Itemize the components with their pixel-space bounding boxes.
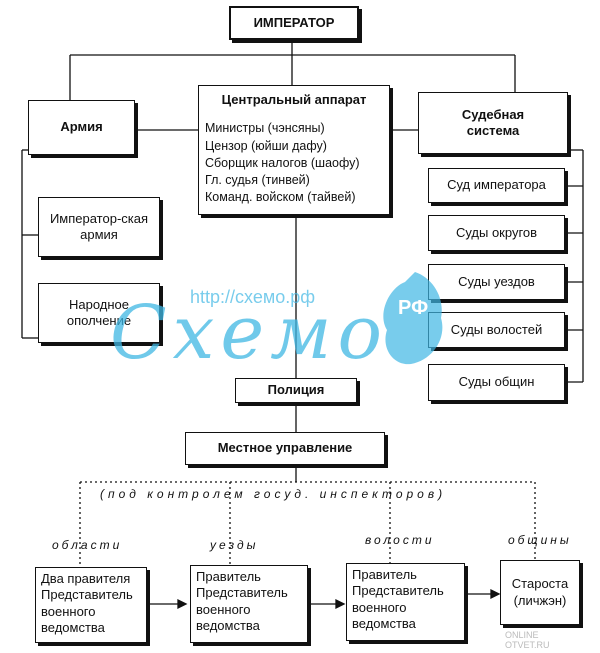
central-item-ministers: Министры (чэнсяны): [205, 121, 325, 136]
regions-box: Два правителя Представитель военного вед…: [35, 567, 147, 643]
central-apparatus-list: Министры (чэнсяны) Цензор (юйши дафу) Сб…: [205, 120, 383, 206]
watermark-url: http://схемо.рф: [190, 287, 316, 307]
militia-box: Народное ополчение: [38, 283, 160, 343]
police-box: Полиция: [235, 378, 357, 403]
watermark-brand: Схемо: [110, 290, 389, 376]
regions-line-2: Представитель: [41, 587, 133, 603]
court-communities-label: Суды общин: [458, 374, 535, 390]
militia-label: Народное ополчение: [66, 296, 132, 328]
court-districts-box: Суды округов: [428, 215, 565, 251]
central-item-censor: Цензор (юйши дафу): [205, 138, 327, 153]
central-item-tax-collector: Сборщик налогов (шаофу): [205, 155, 360, 170]
counties-officials: Правитель Представитель военного ведомст…: [196, 569, 288, 634]
inspectors-note: (под контролем госуд. инспекторов): [100, 487, 447, 501]
townships-line-2: Представитель: [352, 583, 444, 599]
level-label-counties: уезды: [210, 538, 259, 552]
central-apparatus-box: Центральный аппарат Министры (чэнсяны) Ц…: [198, 85, 390, 215]
communities-line-1: Староста: [511, 576, 569, 592]
townships-officials: Правитель Представитель военного ведомст…: [352, 567, 444, 632]
court-townships-label: Суды волостей: [450, 321, 543, 337]
watermark-suffix: РФ: [398, 297, 429, 319]
judicial-system-box: Судебная система: [418, 92, 568, 154]
level-label-communities: общины: [508, 533, 572, 547]
level-label-townships: волости: [365, 533, 435, 547]
watermark-blob-icon: [383, 272, 443, 365]
level-label-regions: области: [52, 538, 123, 552]
court-districts-label: Суды округов: [455, 224, 538, 240]
counties-box: Правитель Представитель военного ведомст…: [190, 565, 308, 643]
court-counties-box: Суды уездов: [428, 264, 565, 300]
imperial-army-box: Император-ская армия: [38, 197, 160, 257]
emperor-box: ИМПЕРАТОР: [229, 6, 359, 40]
central-item-commander: Команд. войском (тайвей): [205, 190, 356, 205]
local-administration-title: Местное управление: [217, 440, 353, 456]
townships-box: Правитель Представитель военного ведомст…: [346, 563, 465, 641]
regions-line-3: военного: [41, 603, 96, 619]
regions-line-1: Два правителя: [41, 571, 131, 586]
court-townships-box: Суды волостей: [428, 312, 565, 348]
local-administration-box: Местное управление: [185, 432, 385, 465]
judicial-system-title: Судебная система: [461, 106, 525, 138]
court-counties-label: Суды уездов: [458, 273, 535, 289]
corner-watermark: ONLINE OTVET.RU: [505, 630, 550, 650]
regions-line-4: ведомства: [41, 619, 105, 635]
court-emperor-label: Суд императора: [447, 177, 546, 193]
counties-line-3: военного: [196, 601, 251, 617]
police-label: Полиция: [267, 382, 325, 398]
counties-line-4: ведомства: [196, 617, 260, 633]
court-emperor-box: Суд императора: [428, 168, 565, 203]
counties-line-2: Представитель: [196, 585, 288, 601]
army-box: Армия: [28, 100, 135, 155]
army-title: Армия: [60, 119, 103, 135]
central-apparatus-title: Центральный аппарат: [221, 92, 367, 107]
imperial-army-label: Император-ская армия: [49, 210, 149, 242]
regions-officials: Два правителя Представитель военного вед…: [41, 571, 133, 636]
communities-line-2: (личжэн): [513, 592, 567, 608]
townships-line-4: ведомства: [352, 615, 416, 631]
court-communities-box: Суды общин: [428, 364, 565, 401]
emperor-label: ИМПЕРАТОР: [253, 14, 335, 30]
communities-box: Староста (личжэн): [500, 560, 580, 625]
townships-line-1: Правитель: [352, 567, 417, 582]
counties-line-1: Правитель: [196, 569, 261, 584]
townships-line-3: военного: [352, 599, 407, 615]
central-item-chief-judge: Гл. судья (тинвей): [205, 173, 310, 187]
